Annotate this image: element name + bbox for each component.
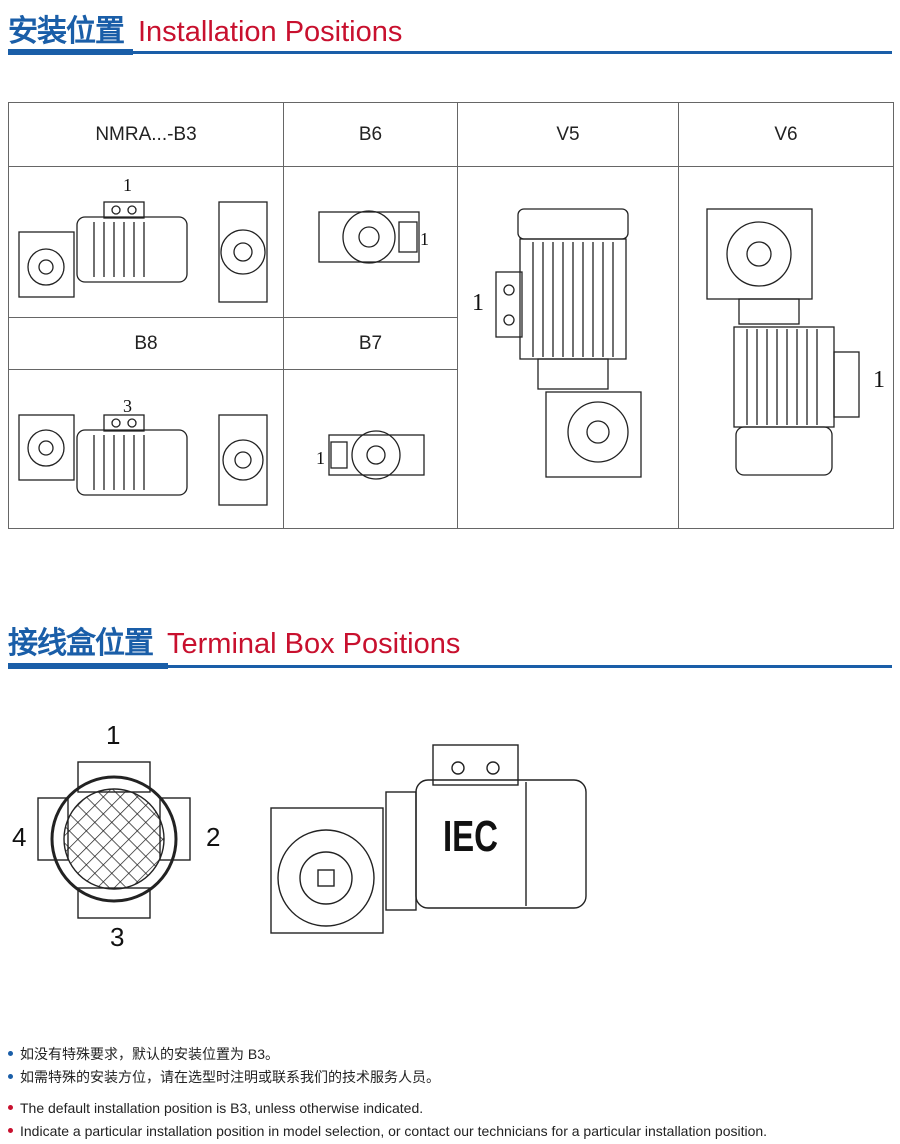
notes: 如没有特殊要求，默认的安装位置为 B3。 如需特殊的安装方位，请在选型时注明或联… <box>8 1044 767 1144</box>
header-v5: V5 <box>457 102 679 167</box>
diagram-b6: 1 <box>283 166 458 318</box>
iec-motor-diagram: IEC <box>268 740 598 940</box>
section-header-terminal: 接线盒位置 Terminal Box Positions <box>8 618 460 662</box>
diagram-v5: 1 <box>457 166 679 529</box>
title-en: Installation Positions <box>138 16 403 48</box>
mark-v6: 1 <box>873 367 885 393</box>
section-header-installation: 安装位置 Installation Positions <box>8 6 402 50</box>
mark-b3: 1 <box>123 175 132 195</box>
title-en: Terminal Box Positions <box>167 628 461 660</box>
header-b6: B6 <box>283 102 458 167</box>
header-rule <box>8 49 892 55</box>
title-cn: 接线盒位置 <box>8 626 154 661</box>
position-2: 2 <box>206 822 221 852</box>
header-b7: B7 <box>283 317 458 370</box>
header-v6: V6 <box>678 102 894 167</box>
mark-v5: 1 <box>472 290 484 316</box>
diagram-b8: 3 <box>8 369 284 529</box>
diagram-b3: 1 <box>8 166 284 318</box>
mark-b8: 3 <box>123 396 132 416</box>
position-3: 3 <box>110 922 125 952</box>
mark-b7: 1 <box>316 448 325 468</box>
note-en-2: Indicate a particular installation posit… <box>8 1121 767 1144</box>
iec-label: IEC <box>443 812 499 861</box>
position-4: 4 <box>12 822 27 852</box>
header-rule <box>8 663 892 669</box>
note-cn-1: 如没有特殊要求，默认的安装位置为 B3。 <box>8 1044 767 1067</box>
terminal-box-diagram: 1 2 3 4 <box>10 720 240 960</box>
diagram-b7: 1 <box>283 369 458 529</box>
diagram-v6: 1 <box>678 166 894 529</box>
note-cn-2: 如需特殊的安装方位，请在选型时注明或联系我们的技术服务人员。 <box>8 1067 767 1090</box>
mark-b6: 1 <box>420 229 429 249</box>
title-cn: 安装位置 <box>8 14 125 49</box>
header-b8: B8 <box>8 317 284 370</box>
header-b3: NMRA...-B3 <box>8 102 284 167</box>
position-1: 1 <box>106 720 121 750</box>
note-en-1: The default installation position is B3,… <box>8 1098 767 1121</box>
